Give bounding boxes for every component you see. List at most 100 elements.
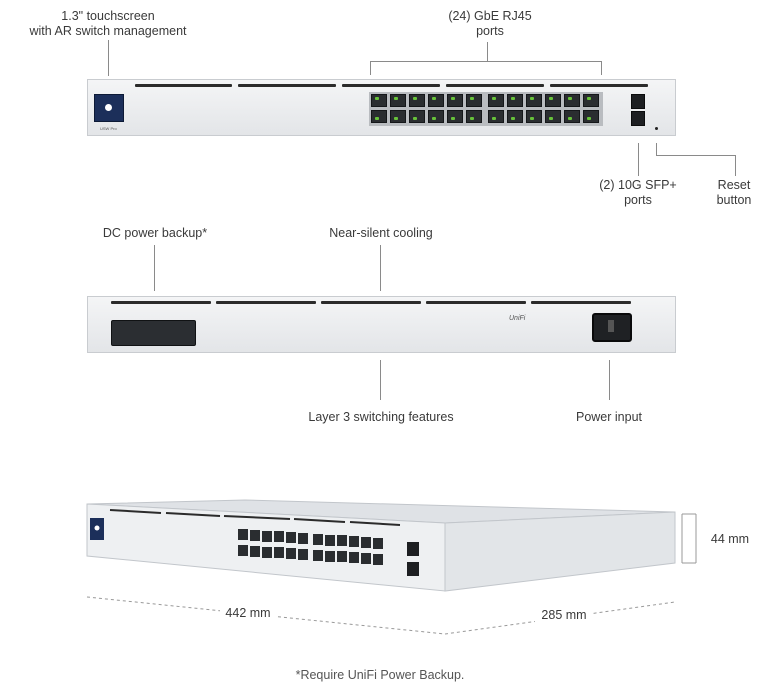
rj45-port [238,545,248,556]
rj45-port[interactable] [583,94,599,107]
front-panel: USW Pro [87,79,676,136]
ac-power-inlet[interactable] [592,313,632,342]
cooling-leader [380,245,381,291]
dc-power-callout: DC power backup* [102,226,208,240]
footnote: *Require UniFi Power Backup. [295,668,465,682]
rear-brand-logo: UniFi [509,315,526,322]
rj45-port [238,529,248,540]
rj45-port [361,537,371,548]
rj45-port [349,552,359,563]
rj45-port[interactable] [526,110,542,123]
rj45-port[interactable] [371,94,387,107]
vent-slot [111,301,211,304]
touchscreen-dot-icon [105,104,112,111]
gbe-bracket-left [370,61,371,75]
rj45-port[interactable] [564,94,580,107]
vent-slot [293,518,346,523]
gbe-bracket-stem [487,42,488,61]
cooling-callout: Near-silent cooling [329,226,433,240]
rj45-port[interactable] [409,110,425,123]
touchscreen-display[interactable] [94,94,124,122]
dc-power-connector[interactable] [111,320,196,346]
rj45-port[interactable] [428,94,444,107]
power-input-callout: Power input [575,410,642,424]
rj45-port[interactable] [488,110,504,123]
power-pin [608,320,614,332]
vent-slot [550,84,648,87]
rj45-port [262,547,272,558]
reset-button[interactable] [655,127,658,130]
sfp-leader [638,143,639,176]
vent-slot [238,84,336,87]
rj45-port [286,548,296,559]
gbe-ports-callout: (24) GbE RJ45 ports [448,9,532,38]
rj45-port [298,533,308,544]
rear-panel: UniFi [87,296,676,353]
sfp-port[interactable] [631,111,645,126]
rj45-port[interactable] [564,110,580,123]
rj45-port[interactable] [507,110,523,123]
vent-slot [349,521,401,526]
rj45-port [313,550,323,561]
device-side-face [444,511,676,592]
vent-slot [135,84,232,87]
reset-leader-v2 [735,155,736,176]
sfp-port [407,562,419,576]
rj45-port[interactable] [466,94,482,107]
vent-slot [321,301,421,304]
rj45-port [274,531,284,542]
gbe-bracket-right [601,61,602,75]
rj45-port-block [486,92,603,126]
rj45-port [325,535,335,546]
touchscreen-leader [108,40,109,76]
reset-leader-v1 [656,143,657,155]
vent-slot [446,84,544,87]
vent-slot [531,301,631,304]
rj45-port [337,551,347,562]
rj45-port [250,546,260,557]
layer3-leader [380,360,381,400]
rj45-port [262,531,272,542]
rj45-port [373,538,383,549]
rj45-port[interactable] [545,94,561,107]
rj45-port [274,547,284,558]
width-dimension-label: 442 mm [220,606,276,621]
rj45-port[interactable] [488,94,504,107]
rj45-port[interactable] [409,94,425,107]
reset-leader-h [656,155,736,156]
model-label: USW Pro [100,126,117,131]
vent-slot [165,512,221,517]
depth-dimension-label: 285 mm [535,608,593,623]
rj45-port[interactable] [466,110,482,123]
rj45-port [250,530,260,541]
rj45-port[interactable] [583,110,599,123]
touchscreen-dot-icon [94,525,100,531]
rj45-port [298,549,308,560]
vent-slot [109,509,162,514]
rj45-port[interactable] [390,110,406,123]
vent-slot [342,84,440,87]
sfp-ports-callout: (2) 10G SFP+ ports [599,178,677,207]
rj45-port[interactable] [447,110,463,123]
rj45-port[interactable] [545,110,561,123]
vent-slot [223,515,291,520]
layer3-callout: Layer 3 switching features [308,410,454,424]
rj45-port [337,535,347,546]
rj45-port[interactable] [507,94,523,107]
rj45-port[interactable] [371,110,387,123]
rj45-port [286,532,296,543]
rj45-port [361,553,371,564]
touchscreen-callout: 1.3" touchscreen with AR switch manageme… [29,9,187,38]
reset-button-callout: Reset button [716,178,752,207]
rj45-port[interactable] [526,94,542,107]
gbe-bracket-top [370,61,602,62]
sfp-port[interactable] [631,94,645,109]
rj45-port-grid [238,529,383,565]
rj45-port[interactable] [390,94,406,107]
rj45-port[interactable] [428,110,444,123]
sfp-port [407,542,419,556]
rj45-port [349,536,359,547]
dc-power-leader [154,245,155,291]
rj45-port[interactable] [447,94,463,107]
